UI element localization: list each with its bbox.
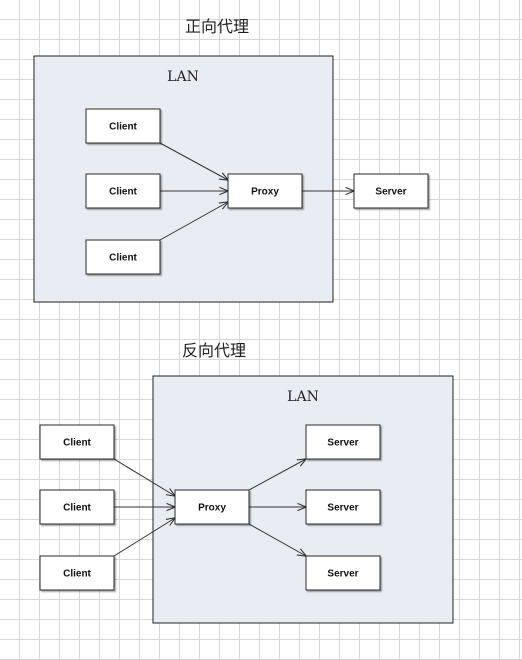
- arrow-fc3-to-fp: [159, 202, 228, 241]
- reverse-node-server-1: Server: [305, 424, 381, 460]
- node-label: Server: [327, 569, 358, 580]
- node-label: Client: [63, 569, 91, 580]
- forward-node-server: Server: [353, 173, 429, 209]
- node-label: Server: [327, 503, 358, 514]
- forward-proxy-title: 正向代理: [185, 17, 249, 36]
- reverse-node-server-2: Server: [305, 489, 381, 525]
- forward-node-client-3: Client: [85, 239, 161, 275]
- node-label: Proxy: [198, 503, 226, 514]
- node-label: Server: [375, 187, 406, 198]
- reverse-node-proxy: Proxy: [174, 489, 250, 525]
- forward-node-proxy: Proxy: [227, 173, 303, 209]
- reverse-proxy-diagram: 反向代理 LAN Client Client Client Proxy: [39, 341, 454, 624]
- arrow-rp-to-rs3: [248, 523, 306, 556]
- node-label: Client: [109, 187, 137, 198]
- node-label: Client: [109, 122, 137, 133]
- reverse-lan-label: LAN: [287, 389, 319, 405]
- arrow-rc1-to-rp: [113, 458, 175, 496]
- arrow-fc1-to-fp: [159, 142, 228, 180]
- reverse-node-client-1: Client: [39, 424, 115, 460]
- node-label: Client: [63, 503, 91, 514]
- forward-edges: [159, 142, 354, 241]
- arrow-rp-to-rs1: [248, 459, 306, 491]
- reverse-node-client-2: Client: [39, 489, 115, 525]
- node-label: Server: [327, 438, 358, 449]
- forward-node-client-2: Client: [85, 173, 161, 209]
- forward-proxy-diagram: 正向代理 LAN Client Client Client Proxy: [33, 17, 429, 303]
- reverse-proxy-title: 反向代理: [182, 341, 246, 360]
- reverse-edges: [113, 458, 306, 557]
- reverse-node-server-3: Server: [305, 555, 381, 591]
- node-label: Client: [63, 438, 91, 449]
- arrow-rc3-to-rp: [113, 518, 175, 557]
- forward-node-client-1: Client: [85, 108, 161, 144]
- node-label: Client: [109, 253, 137, 264]
- forward-lan-label: LAN: [167, 69, 199, 85]
- reverse-node-client-3: Client: [39, 555, 115, 591]
- node-label: Proxy: [251, 187, 279, 198]
